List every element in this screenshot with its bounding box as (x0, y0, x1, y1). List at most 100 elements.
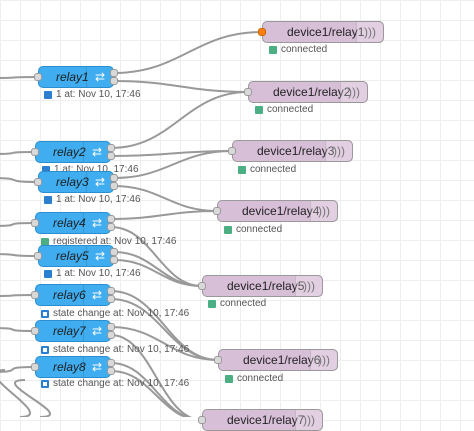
wire[interactable] (0, 76, 39, 79)
output-port[interactable] (110, 256, 118, 264)
switch-icon: ⇄ (86, 246, 113, 266)
wire[interactable] (0, 222, 36, 227)
node-status: connected (238, 164, 296, 175)
wire[interactable] (0, 294, 36, 297)
function-node-relay7[interactable]: relay7 ⇄ (35, 320, 111, 342)
status-ring-icon (41, 309, 49, 318)
function-node-label: relay7 (53, 324, 86, 338)
status-dot-icon (41, 237, 49, 246)
wire[interactable] (110, 210, 218, 220)
input-port[interactable] (31, 327, 39, 335)
wire[interactable] (110, 298, 219, 361)
output-port[interactable] (107, 287, 115, 295)
node-status: state change at: Nov 10, 17:46 (41, 308, 189, 319)
input-port[interactable] (244, 88, 252, 96)
wire[interactable] (113, 185, 218, 212)
input-port[interactable] (34, 178, 42, 186)
mqtt-node-label: device1/relay6 (243, 353, 321, 367)
input-port[interactable] (198, 282, 206, 290)
function-node-relay1[interactable]: relay1 ⇄ (38, 66, 114, 88)
wire[interactable] (110, 91, 249, 149)
wire[interactable] (110, 370, 202, 417)
output-port[interactable] (107, 331, 115, 339)
output-port[interactable] (107, 295, 115, 303)
switch-icon: ⇄ (83, 285, 110, 305)
input-port[interactable] (34, 73, 42, 81)
mqtt-node-relay7[interactable]: device1/relay7 ))) (202, 409, 323, 431)
status-dot-icon (44, 269, 52, 278)
input-port[interactable] (31, 219, 39, 227)
function-node-relay2[interactable]: relay2 ⇄ (35, 141, 111, 163)
output-port[interactable] (107, 323, 115, 331)
wifi-icon: ))) (340, 82, 367, 102)
wire[interactable] (14, 379, 51, 417)
node-status: 1 at: Nov 10, 17:46 (44, 194, 141, 205)
wire[interactable] (0, 177, 39, 183)
wire[interactable] (113, 150, 233, 179)
input-port[interactable] (228, 147, 236, 155)
switch-icon: ⇄ (86, 172, 113, 192)
wire[interactable] (113, 259, 203, 287)
function-node-relay4[interactable]: relay4 ⇄ (35, 212, 111, 234)
function-node-relay8[interactable]: relay8 ⇄ (35, 356, 111, 378)
status-dot-icon (42, 165, 50, 174)
mqtt-node-relay4[interactable]: device1/relay4 ))) (217, 200, 338, 222)
function-node-relay3[interactable]: relay3 ⇄ (38, 171, 114, 193)
output-port[interactable] (107, 215, 115, 223)
mqtt-node-relay6[interactable]: device1/relay6 ))) (218, 349, 338, 371)
wifi-icon: ))) (356, 22, 383, 42)
input-port[interactable] (198, 416, 206, 424)
wire[interactable] (0, 327, 36, 332)
output-port[interactable] (110, 182, 118, 190)
input-port[interactable] (214, 356, 222, 364)
output-port[interactable] (107, 223, 115, 231)
wire[interactable] (0, 151, 36, 155)
output-port[interactable] (110, 248, 118, 256)
output-port[interactable] (110, 77, 118, 85)
status-dot-icon (44, 90, 52, 99)
switch-icon: ⇄ (86, 67, 113, 87)
output-port[interactable] (107, 359, 115, 367)
function-node-relay6[interactable]: relay6 ⇄ (35, 284, 111, 306)
wire[interactable] (0, 369, 31, 417)
switch-icon: ⇄ (83, 357, 110, 377)
input-port[interactable] (31, 148, 39, 156)
output-port[interactable] (107, 144, 115, 152)
wire[interactable] (0, 253, 39, 257)
wire[interactable] (110, 362, 202, 417)
output-port[interactable] (107, 367, 115, 375)
input-port[interactable] (258, 28, 266, 36)
function-node-relay5[interactable]: relay5 ⇄ (38, 245, 114, 267)
wire[interactable] (110, 326, 219, 361)
function-node-label: relay5 (56, 249, 89, 263)
mqtt-node-relay3[interactable]: device1/relay3 ))) (232, 140, 353, 162)
status-dot-icon (238, 165, 246, 174)
status-dot-icon (225, 374, 233, 383)
mqtt-node-relay5[interactable]: device1/relay5 ))) (202, 275, 323, 297)
input-port[interactable] (31, 291, 39, 299)
wifi-icon: ))) (310, 350, 337, 370)
node-status: 1 at: Nov 10, 17:46 (42, 164, 139, 175)
status-dot-icon (44, 195, 52, 204)
function-node-label: relay3 (56, 175, 89, 189)
node-status: registered at: Nov 10, 17:46 (41, 236, 176, 247)
node-status: state change at: Nov 10, 17:46 (41, 378, 189, 389)
wire[interactable] (113, 80, 249, 93)
node-status: connected (255, 104, 313, 115)
mqtt-node-label: device1/relay1 (287, 25, 365, 39)
mqtt-node-relay2[interactable]: device1/relay2 ))) (248, 81, 368, 103)
input-port[interactable] (213, 207, 221, 215)
wire[interactable] (0, 366, 36, 373)
wire[interactable] (113, 31, 263, 74)
wifi-icon: ))) (325, 141, 352, 161)
function-node-label: relay6 (53, 288, 86, 302)
mqtt-node-relay1[interactable]: device1/relay1 ))) (262, 21, 384, 43)
output-port[interactable] (107, 152, 115, 160)
input-port[interactable] (34, 252, 42, 260)
switch-icon: ⇄ (83, 213, 110, 233)
status-ring-icon (41, 379, 49, 388)
input-port[interactable] (31, 363, 39, 371)
output-port[interactable] (110, 174, 118, 182)
mqtt-node-label: device1/relay5 (227, 279, 305, 293)
output-port[interactable] (110, 69, 118, 77)
